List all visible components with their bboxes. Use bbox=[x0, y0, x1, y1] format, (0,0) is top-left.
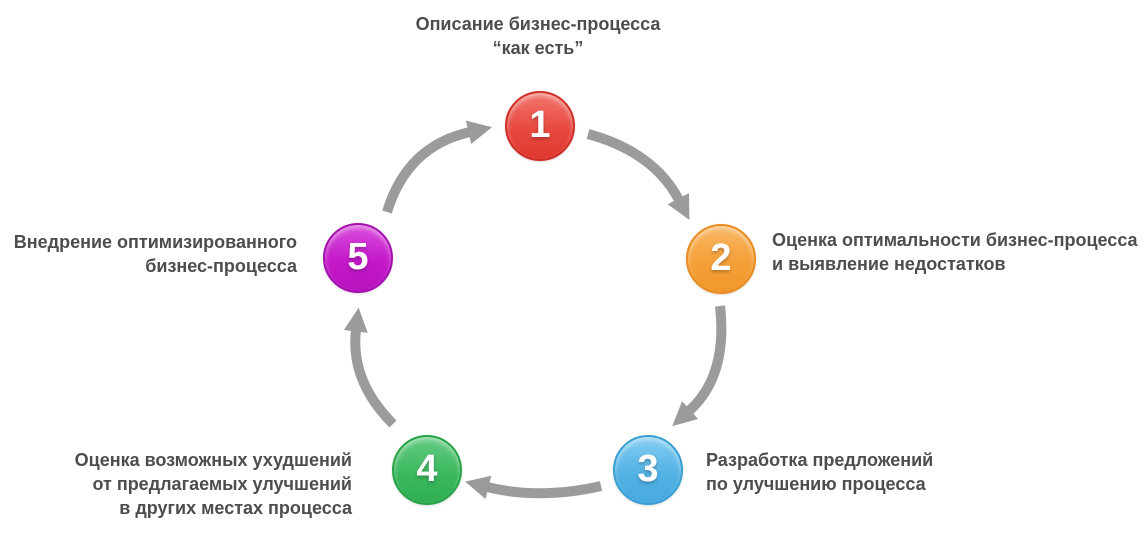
step-number-4: 4 bbox=[416, 448, 438, 490]
arrow-step3-to-step4 bbox=[465, 475, 603, 499]
step-number-5: 5 bbox=[347, 236, 369, 278]
step-number-2: 2 bbox=[710, 237, 732, 279]
step-circle-5: 5 bbox=[323, 223, 393, 293]
arrow-step1-to-step2 bbox=[586, 129, 690, 221]
step-number-3: 3 bbox=[637, 448, 659, 490]
step-circle-2: 2 bbox=[686, 224, 756, 294]
step-label-1: Описание бизнес-процесса “как есть” bbox=[415, 14, 661, 58]
arrow-step4-to-step5 bbox=[343, 307, 397, 428]
step-label-5: Внедрение оптимизированного бизнес-проце… bbox=[13, 232, 297, 276]
step-label-4: Оценка возможных ухудшений от предлагаем… bbox=[74, 450, 352, 518]
step-label-2: Оценка оптимальности бизнес-процесса и в… bbox=[772, 230, 1138, 274]
step-circle-4: 4 bbox=[392, 435, 462, 505]
step-circle-3: 3 bbox=[613, 435, 683, 505]
arrow-step2-to-step3 bbox=[672, 305, 727, 427]
arrow-step5-to-step1 bbox=[382, 120, 493, 214]
step-circle-1: 1 bbox=[505, 91, 575, 161]
step-number-1: 1 bbox=[529, 104, 551, 146]
step-label-3: Разработка предложений по улучшению проц… bbox=[706, 450, 934, 494]
